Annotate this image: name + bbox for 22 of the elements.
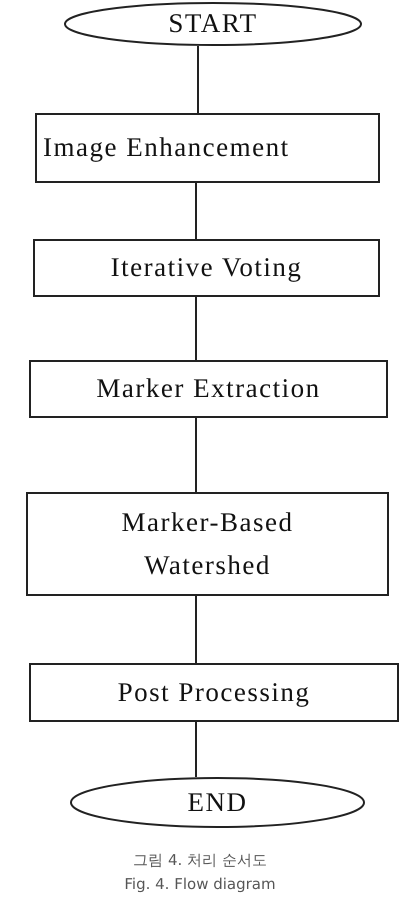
terminator-ellipse (70, 777, 365, 828)
step-label: Post Processing (118, 676, 310, 709)
connector-line (197, 46, 199, 113)
connector-line (195, 722, 197, 777)
process-box (26, 492, 389, 596)
connector-line (195, 418, 197, 492)
figure-caption: 그림 4. 처리 순서도 (133, 851, 267, 869)
step-label: Iterative Voting (110, 251, 302, 284)
process-box (35, 113, 380, 183)
terminator-label: END (188, 786, 248, 819)
connector-line (195, 183, 197, 239)
connector-line (195, 297, 197, 360)
figure-caption: Fig. 4. Flow diagram (124, 875, 276, 893)
process-box (33, 239, 380, 297)
process-box (29, 360, 388, 418)
step-label: Marker Extraction (96, 372, 321, 406)
terminator-ellipse (64, 2, 362, 46)
step-label: Marker-Based Watershed (120, 506, 294, 582)
connector-line (195, 596, 197, 663)
process-box (29, 663, 399, 722)
step-label: Image Enhancement (43, 131, 290, 164)
terminator-label: START (168, 7, 258, 40)
